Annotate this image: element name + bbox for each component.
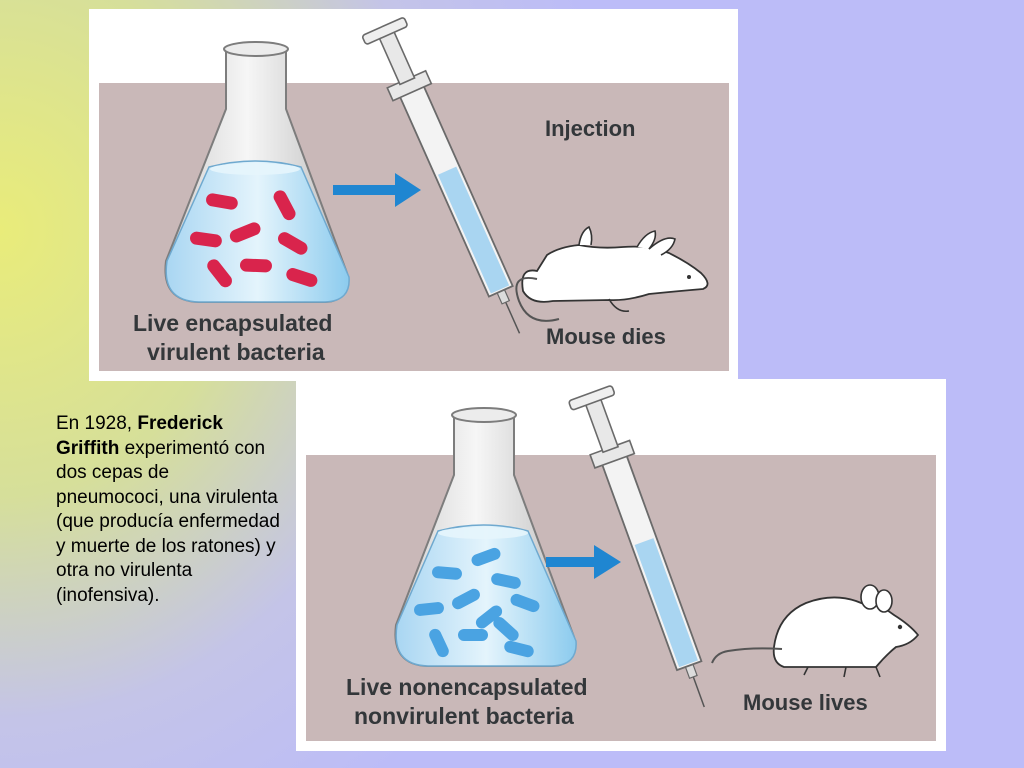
bacterium <box>429 628 449 658</box>
bacterium <box>414 602 444 616</box>
bacterium <box>458 629 488 641</box>
bacterium <box>190 231 222 248</box>
bottom-experiment-diagram: Live nonencapsulated nonvirulent bacteri… <box>306 385 936 741</box>
bacterium <box>207 259 232 288</box>
caption-rest: experimentó con dos cepas de pneumococi,… <box>56 437 280 606</box>
bacterium <box>491 573 521 589</box>
top-experiment-diagram: Injection Live encapsulated virulent bac… <box>99 17 729 371</box>
arrow-icon <box>333 173 421 207</box>
bacterium <box>510 593 540 613</box>
bacterium <box>471 547 501 567</box>
bacterium <box>286 268 318 287</box>
bacterium <box>475 605 503 629</box>
caption-prefix: En 1928, <box>56 413 138 434</box>
outcome-label: Mouse dies <box>546 324 666 349</box>
dead-mouse-icon <box>515 225 709 322</box>
bacteria-label-line2: virulent bacteria <box>147 339 325 365</box>
bacterium <box>229 222 261 243</box>
syringe-icon <box>362 17 521 334</box>
bacterium <box>239 258 272 273</box>
bacteria-label-line1: Live encapsulated <box>133 310 332 336</box>
caption-text: En 1928, Frederick Griffith experimentó … <box>56 412 280 608</box>
bacterium <box>278 232 308 255</box>
bacterium <box>493 616 519 642</box>
top-experiment-panel: Injection Live encapsulated virulent bac… <box>89 9 738 381</box>
arrow-icon <box>546 545 621 579</box>
bacterium <box>452 588 480 610</box>
bacteria-label-line2: nonvirulent bacteria <box>354 703 574 729</box>
bacterium <box>432 566 462 580</box>
injection-label: Injection <box>545 116 635 141</box>
virulent-bacteria <box>190 190 318 288</box>
bacterium <box>273 190 296 221</box>
bacteria-label-line1: Live nonencapsulated <box>346 674 588 700</box>
outcome-label: Mouse lives <box>743 690 868 715</box>
bacterium <box>504 640 534 658</box>
nonvirulent-bacteria <box>414 547 540 658</box>
live-mouse-icon <box>711 584 920 678</box>
syringe-icon <box>568 385 705 708</box>
bottom-experiment-panel: Live nonencapsulated nonvirulent bacteri… <box>296 379 946 751</box>
bacterium <box>206 193 238 210</box>
caption-name: Frederick Griffith <box>56 413 223 459</box>
liquid <box>395 524 577 667</box>
